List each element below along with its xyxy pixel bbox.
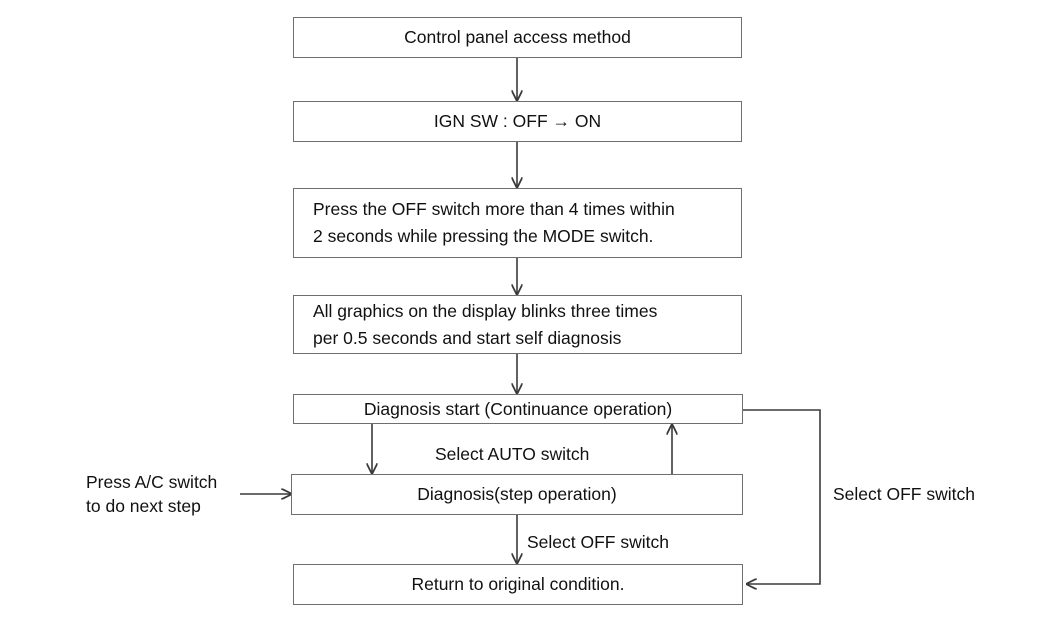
note-press-ac-switch: Press A/C switch to do next step <box>86 472 218 516</box>
edge-label-select-off-switch-loop: Select OFF switch <box>833 484 975 504</box>
node-return-to-original-condition[interactable]: Return to original condition. <box>293 564 743 605</box>
node-ign-sw[interactable]: IGN SW : OFF → ON <box>293 101 742 142</box>
node-all-graphics-blink[interactable]: All graphics on the display blinks three… <box>293 295 742 354</box>
connector-n5-n7-off-loop <box>743 409 821 584</box>
node-control-panel-access-method[interactable]: Control panel access method <box>293 17 742 58</box>
node-diagnosis-start[interactable]: Diagnosis start (Continuance operation) <box>293 394 743 424</box>
edge-label-select-off-switch-step: Select OFF switch <box>527 532 669 552</box>
node-diagnosis-step-operation[interactable]: Diagnosis(step operation) <box>291 474 743 515</box>
node-press-off-switch[interactable]: Press the OFF switch more than 4 times w… <box>293 188 742 258</box>
edge-label-select-auto-switch: Select AUTO switch <box>435 444 590 464</box>
